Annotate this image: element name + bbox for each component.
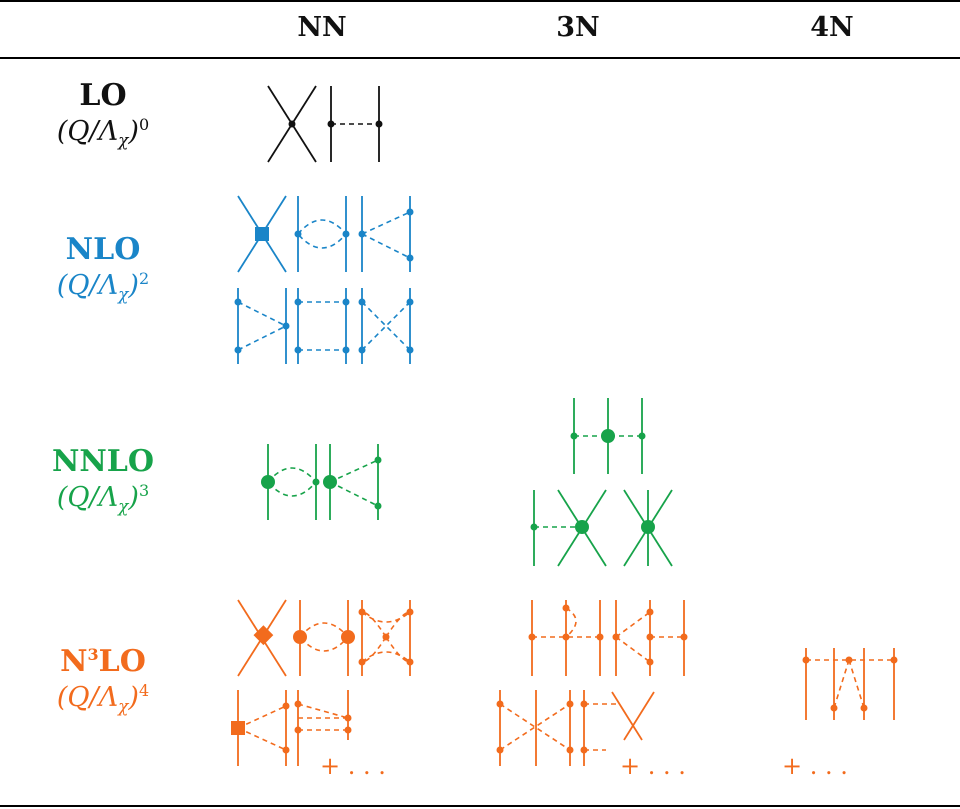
order-name: LO: [79, 78, 127, 113]
4n-more-diagrams-ellipsis: + . . .: [782, 752, 848, 780]
power-counting: (Q/Λχ)0: [56, 115, 150, 151]
column-header-3n: 3N: [556, 12, 600, 43]
nnlo-3n-one-pion-contact: [530, 489, 607, 567]
n3lo-partial-box-diagram: [294, 690, 352, 766]
nnlo-bubble-diagram: [261, 444, 320, 520]
nlo-diagrams: [234, 195, 414, 364]
nnlo-3n-two-pion-exchange: [570, 398, 646, 474]
power-counting: (Q/Λχ)2: [56, 269, 150, 305]
lo-one-pion-exchange-diagram: [327, 86, 383, 162]
nnlo-3n-contact: [623, 489, 673, 567]
row-label-lo: LO (Q/Λχ)0: [8, 78, 198, 150]
3n-more-diagrams-ellipsis: + . . .: [620, 752, 686, 780]
n3lo-3n-contact-pion-diagram: [580, 690, 655, 766]
column-header-4n: 4N: [810, 12, 854, 43]
order-name: N3LO: [60, 644, 146, 679]
n3lo-ellipses: + . . . + . . . + . . .: [320, 752, 848, 780]
n3lo-contact-diagram: [237, 599, 287, 677]
nnlo-diagrams: [261, 398, 673, 567]
order-name: NNLO: [51, 444, 155, 479]
nlo-bubble-diagram: [294, 196, 350, 272]
n3lo-diagrams: [231, 599, 898, 766]
nlo-box-diagram: [294, 288, 350, 364]
nlo-triangle-diagram: [358, 196, 414, 272]
row-label-nnlo: NNLO (Q/Λχ)3: [8, 444, 198, 516]
n3lo-triangle-diagram: [231, 690, 290, 766]
power-counting: (Q/Λχ)3: [56, 481, 150, 517]
n3lo-double-bubble-diagram: [358, 600, 414, 676]
top-rule: [0, 0, 960, 2]
power-counting: (Q/Λχ)4: [56, 681, 150, 717]
n3lo-3n-ring-diagram: [528, 600, 604, 676]
n3lo-3n-crossed-diagram: [496, 690, 574, 766]
nlo-triangle-diagram-mirrored: [234, 288, 290, 364]
header-rule: [0, 57, 960, 59]
bottom-rule: [0, 805, 960, 807]
row-label-nlo: NLO (Q/Λχ)2: [8, 232, 198, 304]
row-label-n3lo: N3LO (Q/Λχ)4: [8, 644, 198, 716]
order-name: NLO: [65, 232, 141, 267]
nn-more-diagrams-ellipsis: + . . .: [320, 752, 386, 780]
column-header-nn: NN: [297, 12, 347, 43]
lo-diagrams: [267, 85, 383, 163]
nlo-crossed-box-diagram: [358, 288, 414, 364]
n3lo-bubble-diagram: [293, 600, 355, 676]
n3lo-3n-triangle-diagram: [612, 600, 688, 676]
n3lo-4n-diagram: [802, 648, 898, 720]
lo-contact-diagram: [267, 85, 317, 163]
nnlo-triangle-diagram: [323, 444, 382, 520]
nlo-contact-diagram: [237, 195, 287, 273]
vertex-dot: [288, 120, 296, 128]
